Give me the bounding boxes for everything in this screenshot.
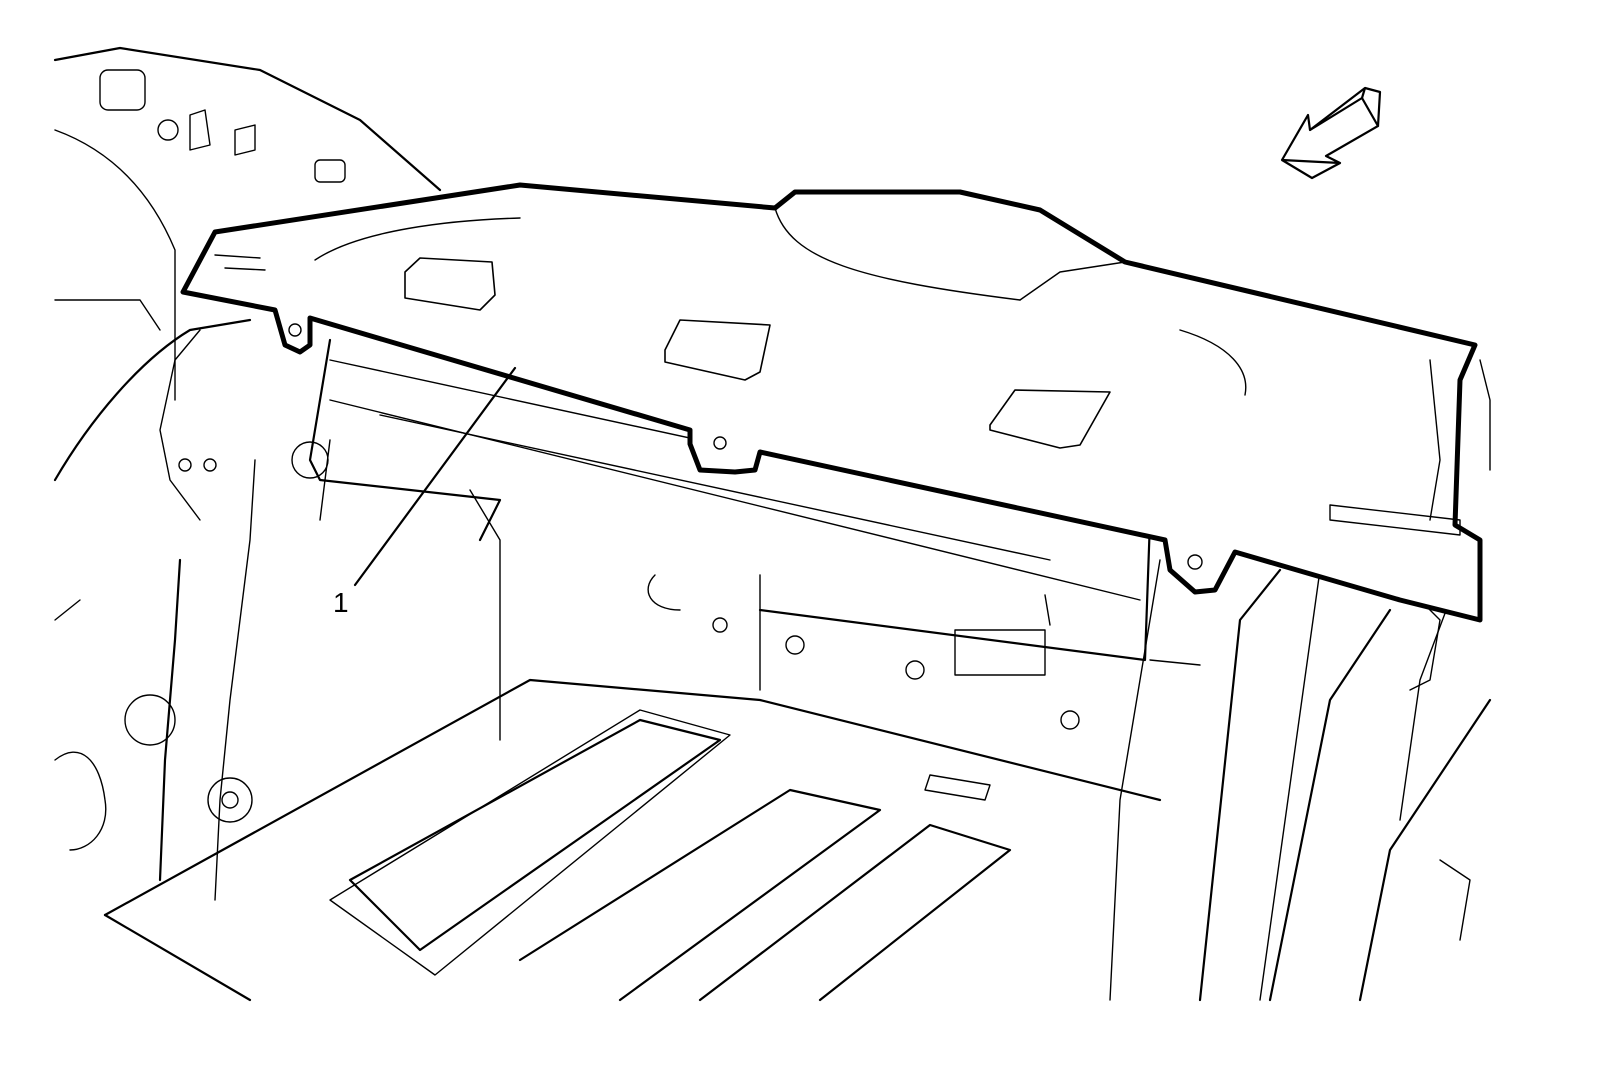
view-direction-arrow-icon bbox=[1280, 86, 1382, 180]
left-body-panel bbox=[53, 46, 442, 901]
rear-shelf-trim-panel bbox=[180, 182, 1483, 623]
callout-1-leader bbox=[353, 366, 517, 587]
right-body-panel bbox=[1109, 359, 1492, 1002]
callout-1-label: 1 bbox=[333, 587, 349, 618]
trunk-floor bbox=[103, 489, 1162, 1002]
